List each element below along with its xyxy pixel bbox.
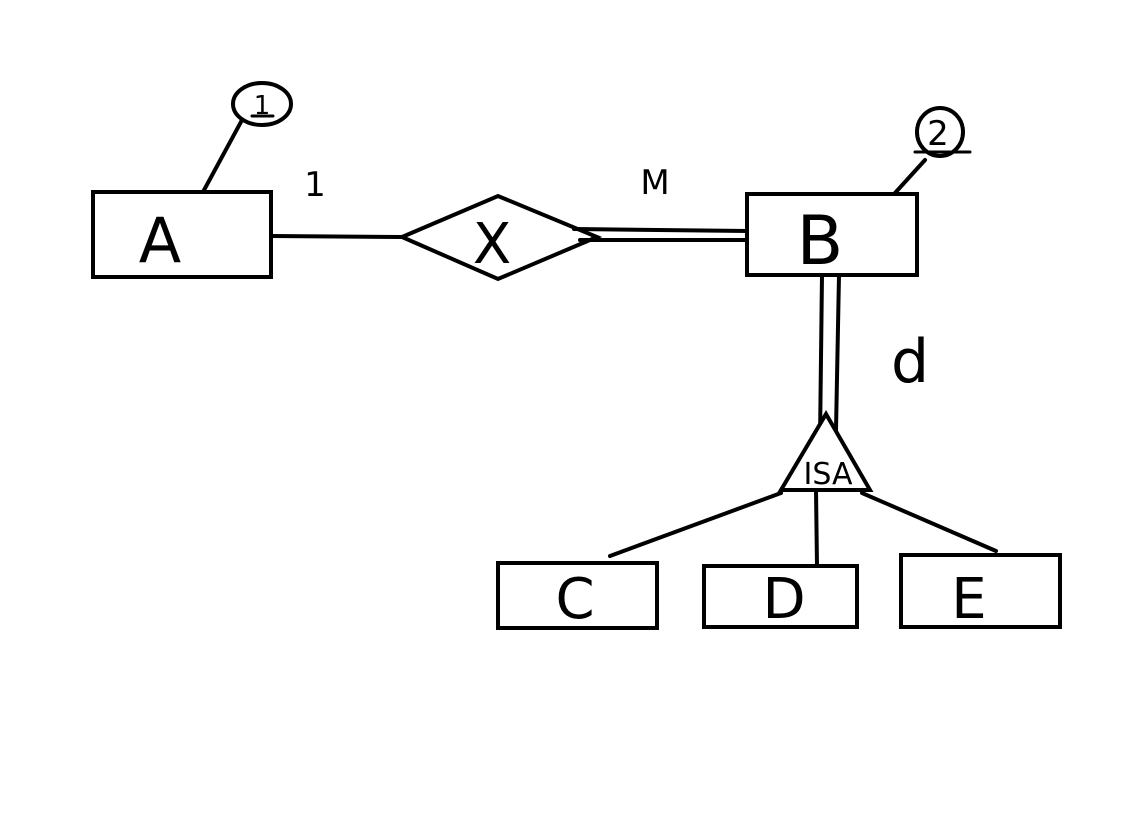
entity-e-label: E	[951, 567, 986, 632]
link-a-x	[269, 234, 404, 239]
isa-label: ISA	[804, 457, 853, 492]
disjoint-constraint: d	[891, 327, 929, 397]
attribute-label-2: 2	[927, 114, 949, 154]
attribute-link-b	[893, 158, 927, 195]
link-b-isa-line-1	[818, 273, 824, 442]
link-isa-c	[608, 491, 783, 558]
entity-e	[899, 553, 1062, 629]
link-isa-e	[860, 491, 998, 553]
relationship-x-label: X	[473, 212, 511, 277]
attribute-link-a	[201, 118, 244, 194]
link-x-b-line-1	[572, 227, 750, 233]
entity-c	[496, 561, 659, 630]
attribute-label-1: 1	[254, 91, 271, 121]
entity-b	[745, 192, 919, 277]
entity-d	[702, 564, 859, 629]
isa-triangle	[777, 410, 874, 492]
attribute-oval-1	[231, 81, 293, 127]
entity-c-label: C	[555, 567, 594, 632]
attribute-oval-2	[915, 106, 965, 158]
cardinality-b: M	[640, 163, 669, 203]
link-b-isa-line-2	[834, 273, 841, 432]
cardinality-a: 1	[304, 165, 326, 205]
relationship-x	[396, 193, 603, 282]
entity-d-label: D	[762, 567, 805, 632]
link-isa-d	[814, 488, 819, 568]
entity-b-label: B	[797, 202, 844, 281]
entity-a	[91, 190, 273, 279]
entity-a-label: A	[139, 204, 181, 277]
